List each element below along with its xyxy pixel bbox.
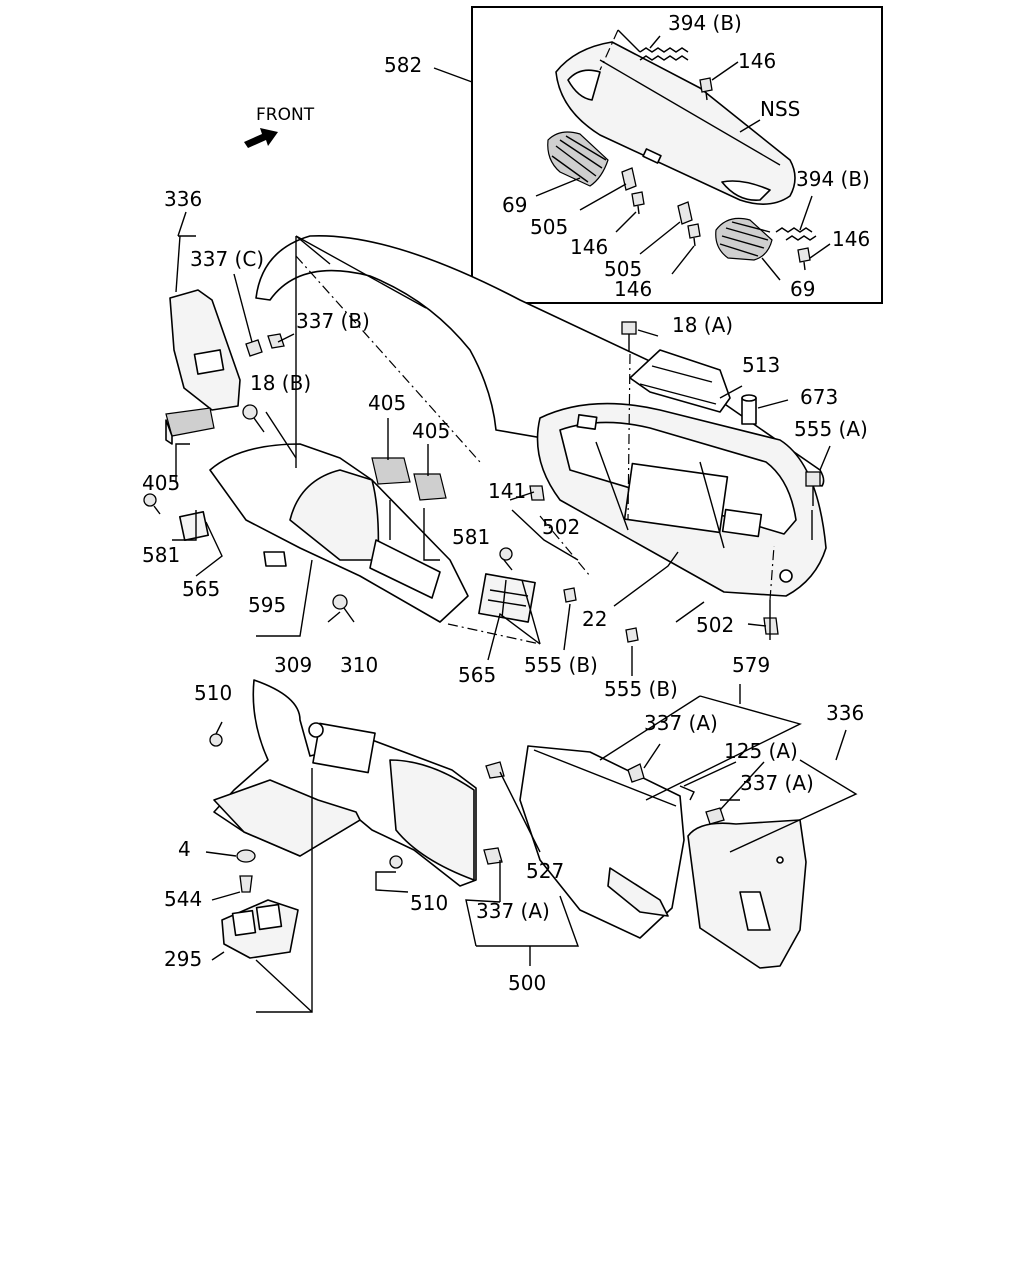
bolt-310 bbox=[332, 594, 355, 623]
label-337a-c: 337 (A) bbox=[476, 899, 550, 923]
label-front: FRONT bbox=[256, 105, 315, 125]
label-565-a: 565 bbox=[182, 577, 220, 601]
label-295: 295 bbox=[164, 947, 202, 971]
screw-581-left bbox=[143, 493, 161, 515]
label-69-right: 69 bbox=[790, 277, 815, 301]
leader-582 bbox=[433, 67, 473, 83]
label-125a: 125 (A) bbox=[724, 739, 798, 763]
label-500: 500 bbox=[508, 971, 546, 995]
label-146-a: 146 bbox=[738, 49, 776, 73]
screw-581-center bbox=[499, 547, 513, 561]
vent-grille-69-left bbox=[547, 131, 609, 187]
label-337a-b: 337 (A) bbox=[740, 771, 814, 795]
label-510-a: 510 bbox=[194, 681, 232, 705]
label-310: 310 bbox=[340, 653, 378, 677]
label-502-b: 502 bbox=[696, 613, 734, 637]
bolt-18a bbox=[621, 321, 637, 352]
label-146-b: 146 bbox=[570, 235, 608, 259]
label-337a-a: 337 (A) bbox=[644, 711, 718, 735]
bushing-673 bbox=[741, 394, 757, 425]
label-502-a: 502 bbox=[542, 515, 580, 539]
label-527: 527 bbox=[526, 859, 564, 883]
cup-holder-295 bbox=[221, 899, 299, 959]
label-337b: 337 (B) bbox=[296, 309, 370, 333]
screws-510 bbox=[209, 733, 403, 869]
clip-544 bbox=[239, 875, 253, 893]
label-336-top: 336 bbox=[164, 187, 202, 211]
label-544: 544 bbox=[164, 887, 202, 911]
label-505-a: 505 bbox=[530, 215, 568, 239]
label-673: 673 bbox=[800, 385, 838, 409]
switch-565-center bbox=[478, 573, 536, 623]
label-337c: 337 (C) bbox=[190, 247, 264, 271]
cluster-hood-309 bbox=[209, 443, 469, 623]
label-565-b: 565 bbox=[458, 663, 496, 687]
bolt-555a bbox=[805, 471, 821, 506]
label-18b: 18 (B) bbox=[250, 371, 311, 395]
inset-leaders bbox=[535, 29, 831, 281]
label-146-c: 146 bbox=[614, 277, 652, 301]
cap-4 bbox=[236, 849, 256, 863]
leader-lines bbox=[172, 211, 858, 1013]
label-555a: 555 (A) bbox=[794, 417, 868, 441]
side-cover-336-right bbox=[687, 819, 807, 969]
label-581-b: 581 bbox=[142, 543, 180, 567]
label-22: 22 bbox=[582, 607, 607, 631]
vent-405-center bbox=[371, 457, 447, 501]
clip-337c-337b bbox=[245, 333, 285, 357]
bolts-555b bbox=[563, 587, 639, 643]
switch-565-left bbox=[178, 510, 210, 542]
label-582: 582 bbox=[384, 53, 422, 77]
part-labels: 582 394 (B) 146 NSS 394 (B) 69 505 146 5… bbox=[142, 11, 870, 995]
bolt-18b bbox=[242, 404, 265, 433]
inset-frame bbox=[471, 6, 883, 304]
label-18a: 18 (A) bbox=[672, 313, 733, 337]
label-510-b: 510 bbox=[410, 891, 448, 915]
bracket-513 bbox=[629, 349, 731, 413]
label-141: 141 bbox=[488, 479, 526, 503]
label-555b-b: 555 (B) bbox=[604, 677, 678, 701]
label-nss: NSS bbox=[760, 97, 800, 121]
label-336-bottom: 336 bbox=[826, 701, 864, 725]
label-405-b: 405 bbox=[412, 419, 450, 443]
upper-cover-panel bbox=[555, 41, 796, 205]
lower-center-panel-500 bbox=[213, 679, 477, 887]
side-cover-336-left bbox=[169, 289, 241, 411]
latch-125a bbox=[679, 785, 695, 801]
label-595: 595 bbox=[248, 593, 286, 617]
clip-337a-glovebox bbox=[627, 763, 645, 783]
clip-337a-right bbox=[705, 807, 725, 825]
front-arrow-icon bbox=[244, 128, 278, 148]
glove-box-579 bbox=[519, 745, 685, 939]
screws-146 bbox=[631, 77, 811, 271]
label-69-left: 69 bbox=[502, 193, 527, 217]
label-4: 4 bbox=[178, 837, 191, 861]
label-394b-right: 394 (B) bbox=[796, 167, 870, 191]
label-579: 579 bbox=[732, 653, 770, 677]
label-146-d: 146 bbox=[832, 227, 870, 251]
label-555b-a: 555 (B) bbox=[524, 653, 598, 677]
tape-394b bbox=[639, 47, 817, 241]
label-581-a: 581 bbox=[452, 525, 490, 549]
vent-405-left bbox=[165, 407, 215, 445]
clips-337a-center bbox=[483, 761, 505, 865]
label-505-b: 505 bbox=[604, 257, 642, 281]
vent-grille-69-right bbox=[715, 217, 773, 261]
clips-502 bbox=[529, 485, 779, 635]
label-405-c: 405 bbox=[142, 471, 180, 495]
label-405-a: 405 bbox=[368, 391, 406, 415]
dash-upper-panel-141 bbox=[255, 234, 827, 597]
label-309: 309 bbox=[274, 653, 312, 677]
label-513: 513 bbox=[742, 353, 780, 377]
label-394b-top: 394 (B) bbox=[668, 11, 742, 35]
